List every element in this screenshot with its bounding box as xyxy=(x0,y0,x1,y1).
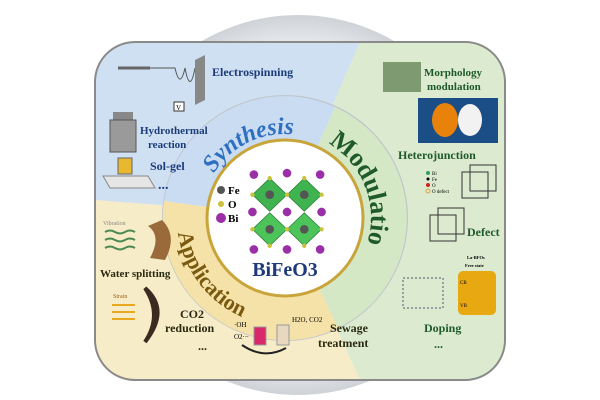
modulation-more: ... xyxy=(434,337,443,351)
label-la-bfo-2: Free state xyxy=(465,263,484,268)
clear-vial-icon xyxy=(276,324,290,346)
label-la-bfo-1: La-BFOs xyxy=(467,255,485,260)
label-morphology-1: Morphology xyxy=(424,67,483,79)
voltage-label: V xyxy=(176,104,181,112)
label-o2-radical: O2·− xyxy=(234,333,249,341)
legend-fe: Fe xyxy=(228,185,240,197)
label-hydrothermal-2: reaction xyxy=(148,139,186,151)
label-vb: VB xyxy=(460,304,468,309)
defect-legend-fe: Fe xyxy=(432,178,438,183)
label-co2-2: reduction xyxy=(165,321,214,335)
label-sewage-1: Sewage xyxy=(330,321,369,335)
dye-vial-icon xyxy=(253,326,267,346)
application-more: ... xyxy=(198,339,207,353)
label-cb: CB xyxy=(460,281,467,286)
defect-legend: Bi Fe O O defect xyxy=(425,171,450,195)
electrospinning-illustration: V xyxy=(118,55,205,112)
center-circle xyxy=(205,138,365,298)
catalyst-surface-icon xyxy=(148,220,171,260)
label-hydrothermal-1: Hydrothermal xyxy=(140,125,208,137)
synthesis-more: ... xyxy=(158,178,169,193)
center-title: BiFeO3 xyxy=(252,259,318,281)
degradation-arrow-icon xyxy=(241,344,287,355)
legend-bi: Bi xyxy=(228,213,238,225)
catalyst-arc-icon xyxy=(143,286,160,344)
legend-o: O xyxy=(228,199,237,211)
label-products: H2O, CO2 xyxy=(292,316,323,324)
heterojunction-image xyxy=(418,98,498,143)
vibration-arrows-icon xyxy=(104,229,136,251)
label-oh: ·OH xyxy=(234,321,246,329)
label-vibration: Vibration xyxy=(103,221,126,227)
crystal-structure xyxy=(248,168,326,254)
label-defect: Defect xyxy=(467,225,500,239)
doping-lattice-icon xyxy=(402,277,444,309)
strain-arrows-icon xyxy=(112,304,135,320)
defect-legend-o: O xyxy=(432,184,436,189)
defect-lattice-icon xyxy=(429,164,497,242)
label-strain: Strain xyxy=(113,294,127,300)
label-water-splitting: Water splitting xyxy=(100,268,171,280)
label-solgel: Sol-gel xyxy=(150,159,185,173)
label-morphology-2: modulation xyxy=(427,81,481,93)
label-sewage-2: treatment xyxy=(318,336,368,350)
morphology-image xyxy=(383,62,421,92)
label-heterojunction: Heterojunction xyxy=(398,148,476,162)
label-co2-1: CO2 xyxy=(180,307,204,321)
band-diagram xyxy=(458,271,496,315)
defect-legend-bi: Bi xyxy=(432,172,437,177)
autoclave-icon xyxy=(109,112,137,153)
beaker-hotplate-icon xyxy=(102,157,156,189)
label-electrospinning: Electrospinning xyxy=(212,65,293,79)
panel-border xyxy=(94,41,506,381)
atom-legend: Fe O Bi xyxy=(216,185,240,225)
defect-legend-o-defect: O defect xyxy=(432,190,450,195)
label-doping: Doping xyxy=(424,321,461,335)
